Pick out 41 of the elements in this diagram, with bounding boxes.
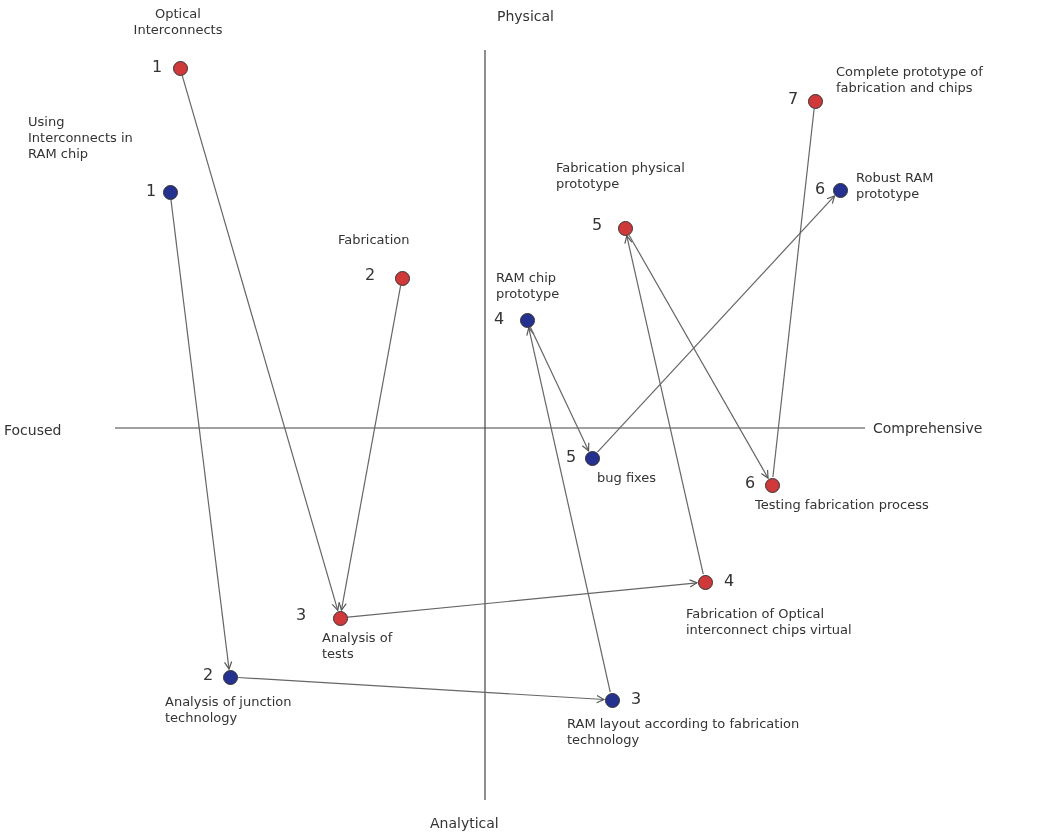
step-number: 6: [815, 180, 826, 198]
step-number: 5: [592, 216, 603, 234]
milestone-caption: Complete prototype of fabrication and chips: [836, 64, 984, 96]
milestone-caption: Analysis of junction technology: [165, 694, 293, 726]
connector-line: [772, 108, 815, 478]
milestone-caption: RAM layout according to fabrication technology: [567, 716, 801, 748]
step-number: 3: [296, 606, 307, 624]
step-number: 4: [724, 572, 735, 590]
milestone-caption: Using Interconnects in RAM chip: [28, 114, 134, 162]
milestone-caption: Fabrication of Optical interconnect chips virtual: [686, 606, 853, 638]
step-number: 5: [566, 448, 577, 466]
milestone-caption: Optical Interconnects: [132, 6, 224, 38]
step-number: 2: [203, 666, 214, 684]
arrow: [624, 235, 704, 575]
step-number: 7: [788, 90, 799, 108]
step-number: 4: [494, 310, 505, 328]
arrow: [338, 285, 402, 611]
arrow: [596, 195, 836, 453]
milestone-caption: Analysis of tests: [322, 630, 394, 662]
arrow: [181, 75, 340, 611]
arrow: [170, 199, 233, 670]
axis-label: Comprehensive: [873, 420, 983, 436]
milestone-caption: Fabrication: [338, 232, 411, 248]
milestone-caption: RAM chip prototype: [496, 270, 561, 302]
milestone-caption: Robust RAM prototype: [856, 170, 935, 202]
step-number: 2: [365, 266, 376, 284]
arrow: [526, 327, 611, 693]
milestone-caption: Fabrication physical prototype: [556, 160, 686, 192]
arrow: [529, 326, 590, 452]
arrow: [237, 676, 605, 704]
arrow: [347, 579, 698, 618]
step-number: 6: [745, 474, 756, 492]
axis-label: Focused: [4, 422, 62, 438]
step-number: 1: [152, 58, 163, 76]
axis-label: Physical: [497, 8, 554, 24]
axis-label: Analytical: [430, 815, 499, 831]
step-number: 3: [631, 690, 642, 708]
milestone-caption: bug fixes: [597, 470, 657, 486]
step-number: 1: [146, 182, 157, 200]
arrow: [628, 234, 769, 479]
milestone-caption: Testing fabrication process: [755, 497, 930, 513]
